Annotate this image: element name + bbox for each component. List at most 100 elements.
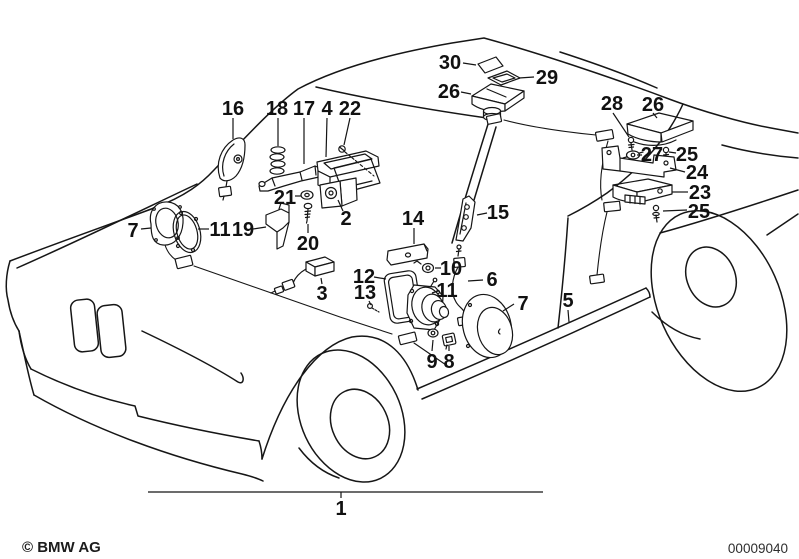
part-label-2-16[interactable]: 2 xyxy=(340,208,351,230)
part-label-11-19[interactable]: 11 xyxy=(209,219,230,241)
car-bumper-top xyxy=(30,368,260,442)
part-glyph-19-trim-panel[interactable] xyxy=(265,202,290,250)
part-label-8-32[interactable]: 8 xyxy=(443,351,454,373)
car-rocker-line-top xyxy=(416,287,647,390)
part-label-20-17[interactable]: 20 xyxy=(297,233,319,255)
part-glyph-2-radio[interactable] xyxy=(319,158,381,209)
part-label-10-23[interactable]: 10 xyxy=(440,258,462,280)
copyright-text: © BMW AG xyxy=(22,539,101,556)
part-glyph-9-nut[interactable] xyxy=(427,328,439,338)
part-label-25-9[interactable]: 25 xyxy=(688,201,710,223)
car-nose-edge xyxy=(5,260,20,332)
kidney-grille-left xyxy=(69,298,100,353)
part-glyph-15-mirror-triangle[interactable] xyxy=(455,195,476,257)
part-glyph-21-washer[interactable] xyxy=(300,190,314,200)
part-label-26-2[interactable]: 26 xyxy=(438,81,460,103)
part-glyph-10-nut[interactable] xyxy=(413,260,435,274)
part-label-4-13[interactable]: 4 xyxy=(321,98,333,120)
part-glyph-26-amplifier[interactable] xyxy=(626,112,694,146)
car-arch-to-bumper xyxy=(258,440,263,460)
front-wheel xyxy=(296,349,406,483)
part-label-19-20[interactable]: 19 xyxy=(232,219,254,241)
leader-line-29-1 xyxy=(518,76,535,79)
car-bumper-side xyxy=(18,330,35,396)
part-glyph-7-rear-speaker-cover[interactable] xyxy=(456,289,519,363)
part-label-5-30[interactable]: 5 xyxy=(562,290,573,312)
part-glyph-20-screw[interactable] xyxy=(303,202,313,224)
part-glyph-23-module[interactable] xyxy=(612,178,673,205)
leader-line-4-13 xyxy=(325,117,328,158)
leader-line-24-7 xyxy=(669,167,686,173)
car-cowl-line xyxy=(16,183,198,269)
leader-line-26-2 xyxy=(460,91,472,95)
leader-line-19-20 xyxy=(252,226,267,230)
leader-line-5-30 xyxy=(567,309,570,323)
leader-line-6-27 xyxy=(467,279,484,282)
part-label-29-1[interactable]: 29 xyxy=(536,67,558,89)
car-outline xyxy=(5,37,799,483)
leader-line-13-25 xyxy=(368,300,372,306)
rear-wheel xyxy=(650,209,788,393)
part-glyph-30-cover[interactable] xyxy=(477,56,504,74)
part-label-27-5[interactable]: 27 xyxy=(641,144,663,166)
part-glyph-26-rear-speaker[interactable] xyxy=(471,83,525,125)
leader-line-9-31 xyxy=(431,339,434,352)
part-glyph-8-clip[interactable] xyxy=(441,332,457,350)
part-label-15-22[interactable]: 15 xyxy=(487,202,509,224)
part-glyph-18-spring[interactable] xyxy=(269,146,286,175)
part-label-7-18[interactable]: 7 xyxy=(127,220,138,242)
car-b-pillar xyxy=(451,120,490,244)
car-rocker-end xyxy=(645,287,651,298)
part-glyph-13-screw[interactable] xyxy=(367,303,380,313)
car-cowl-hook-line xyxy=(141,330,244,384)
part-label-9-31[interactable]: 9 xyxy=(426,351,437,373)
part-label-22-14[interactable]: 22 xyxy=(339,98,361,120)
part-label-23-8[interactable]: 23 xyxy=(689,182,711,204)
car-rocker-line-bottom xyxy=(421,296,651,400)
car-front-wheel-arch xyxy=(261,335,419,460)
leader-line-26-4 xyxy=(652,112,658,119)
part-label-6-27[interactable]: 6 xyxy=(486,269,497,291)
part-label-3-28[interactable]: 3 xyxy=(316,283,327,305)
wiring-harness xyxy=(164,119,621,368)
part-label-1-33[interactable]: 1 xyxy=(335,498,346,520)
part-label-21-15[interactable]: 21 xyxy=(274,187,296,209)
car-rear-shelf-line xyxy=(315,86,488,119)
part-label-24-7[interactable]: 24 xyxy=(686,162,709,184)
part-glyph-16-tweeter[interactable] xyxy=(217,137,246,201)
leader-line-11-26 xyxy=(431,290,439,294)
leader-lines xyxy=(140,62,688,498)
part-glyph-11-door-speaker[interactable] xyxy=(406,277,450,331)
leader-line-28-3 xyxy=(612,112,630,138)
part-label-14-21[interactable]: 14 xyxy=(402,208,425,230)
part-glyph-27-nut[interactable] xyxy=(622,150,644,160)
part-label-17-12[interactable]: 17 xyxy=(293,98,315,120)
part-label-25-6[interactable]: 25 xyxy=(676,144,698,166)
part-glyph-28-screw[interactable] xyxy=(627,136,635,151)
car-quarter-inner xyxy=(557,217,569,329)
part-label-12-24[interactable]: 12 xyxy=(353,266,375,288)
part-glyph-3-amplifier-small[interactable] xyxy=(270,256,335,295)
part-glyph-25-screw-bottom[interactable] xyxy=(652,204,660,223)
part-glyph-22-screw[interactable] xyxy=(338,145,375,177)
part-label-7-29[interactable]: 7 xyxy=(517,293,528,315)
part-label-28-3[interactable]: 28 xyxy=(601,93,623,115)
part-label-18-11[interactable]: 18 xyxy=(266,98,288,120)
part-label-13-25[interactable]: 13 xyxy=(354,282,376,304)
part-glyph-14-plate[interactable] xyxy=(386,243,429,266)
car-roof-inner-line xyxy=(559,51,658,89)
part-label-26-4[interactable]: 26 xyxy=(642,94,664,116)
image-code-text: 00009040 xyxy=(728,541,788,556)
part-glyph-24-bracket[interactable] xyxy=(601,145,677,178)
part-label-30-0[interactable]: 30 xyxy=(439,52,461,74)
leader-line-2-16 xyxy=(337,199,344,212)
part-glyph-29-frame[interactable] xyxy=(487,70,521,86)
leader-line-15-22 xyxy=(476,212,488,216)
part-label-16-10[interactable]: 16 xyxy=(222,98,244,120)
part-label-11-26[interactable]: 11 xyxy=(436,280,457,302)
leader-line-25-6 xyxy=(668,151,677,154)
leader-line-7-29 xyxy=(502,303,515,312)
